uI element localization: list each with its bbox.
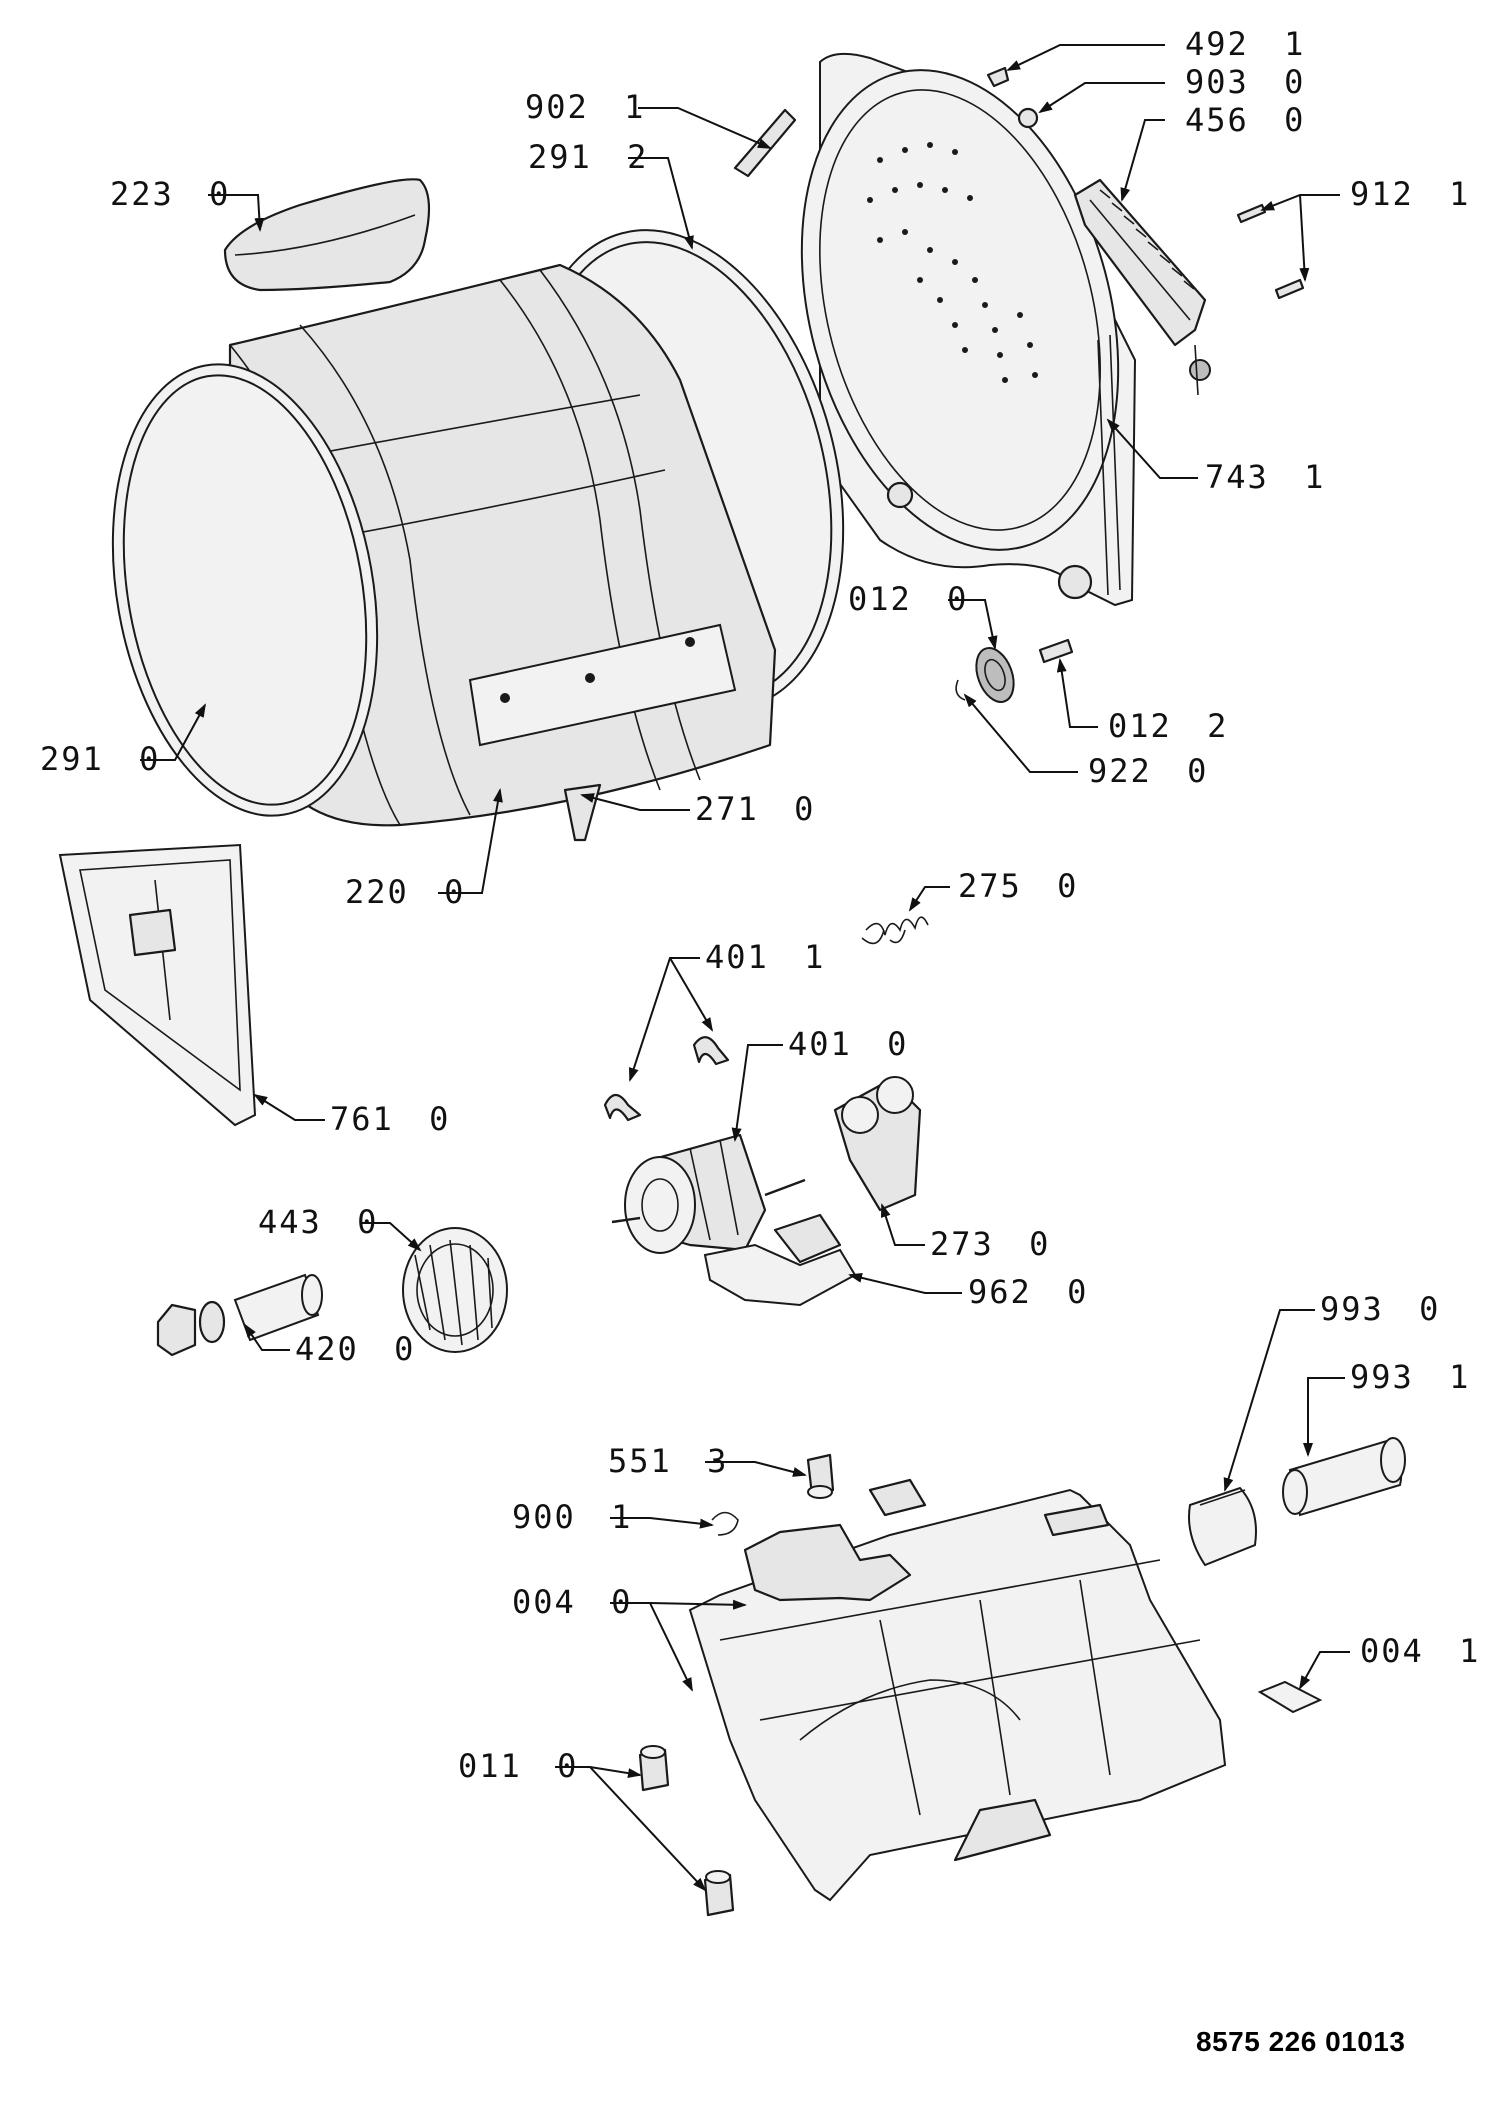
label-271-0: 271 0 — [695, 790, 815, 828]
front-felt-seal — [111, 363, 379, 817]
label-902-1: 902 1 — [525, 88, 645, 126]
motor-clips — [603, 1036, 730, 1122]
label-220-0: 220 0 — [345, 873, 465, 911]
drum-baffle — [223, 178, 431, 292]
label-443-0: 443 0 — [258, 1203, 378, 1241]
label-456-0: 456 0 — [1185, 101, 1305, 139]
label-551-3: 551 3 — [608, 1442, 728, 1480]
leader-lines — [140, 44, 1350, 1892]
document-number: 8575 226 01013 — [1196, 2026, 1406, 2057]
label-492-1: 492 1 — [1185, 25, 1305, 63]
drive-motor — [611, 1133, 806, 1254]
label-011-0: 011 0 — [458, 1747, 578, 1785]
label-993-1: 993 1 — [1350, 1358, 1470, 1396]
label-004-0: 004 0 — [512, 1583, 632, 1621]
label-004-1: 004 1 — [1360, 1632, 1480, 1670]
label-012-0: 012 0 — [848, 580, 968, 618]
fan-shaft-and-nut — [156, 1273, 323, 1357]
label-275-0: 275 0 — [958, 867, 1078, 905]
heater-element — [1073, 178, 1211, 396]
label-291-2: 291 2 — [528, 138, 648, 176]
label-401-1: 401 1 — [705, 938, 825, 976]
label-962-0: 962 0 — [968, 1273, 1088, 1311]
rear-bearing-plate — [800, 52, 1137, 607]
label-012-2: 012 2 — [1108, 707, 1228, 745]
part-labels: 492 1 903 0 456 0 902 1 291 2 223 0 912 … — [40, 25, 1480, 1785]
label-401-0: 401 0 — [788, 1025, 908, 1063]
adjustable-feet — [638, 1745, 735, 1917]
screw-pair — [1236, 203, 1305, 300]
label-273-0: 273 0 — [930, 1225, 1050, 1263]
label-900-1: 900 1 — [512, 1498, 632, 1536]
label-223-0: 223 0 — [110, 175, 230, 213]
lint-filter — [58, 843, 257, 1127]
label-912-1: 912 1 — [1350, 175, 1470, 213]
base-cover-plate — [1257, 1680, 1323, 1714]
label-993-0: 993 0 — [1320, 1290, 1440, 1328]
label-420-0: 420 0 — [295, 1330, 415, 1368]
label-743-1: 743 1 — [1205, 458, 1325, 496]
label-922-0: 922 0 — [1088, 752, 1208, 790]
drain-hose-parts — [1188, 1437, 1406, 1567]
idler-spring — [861, 916, 929, 945]
label-291-0: 291 0 — [40, 740, 160, 778]
sensor-and-clip — [711, 1453, 835, 1536]
idler-pulley-arm — [833, 1076, 922, 1212]
base-housing — [688, 1478, 1227, 1902]
label-903-0: 903 0 — [1185, 63, 1305, 101]
blower-fan — [402, 1227, 508, 1353]
label-761-0: 761 0 — [330, 1100, 450, 1138]
rear-bearing-set — [955, 638, 1074, 703]
